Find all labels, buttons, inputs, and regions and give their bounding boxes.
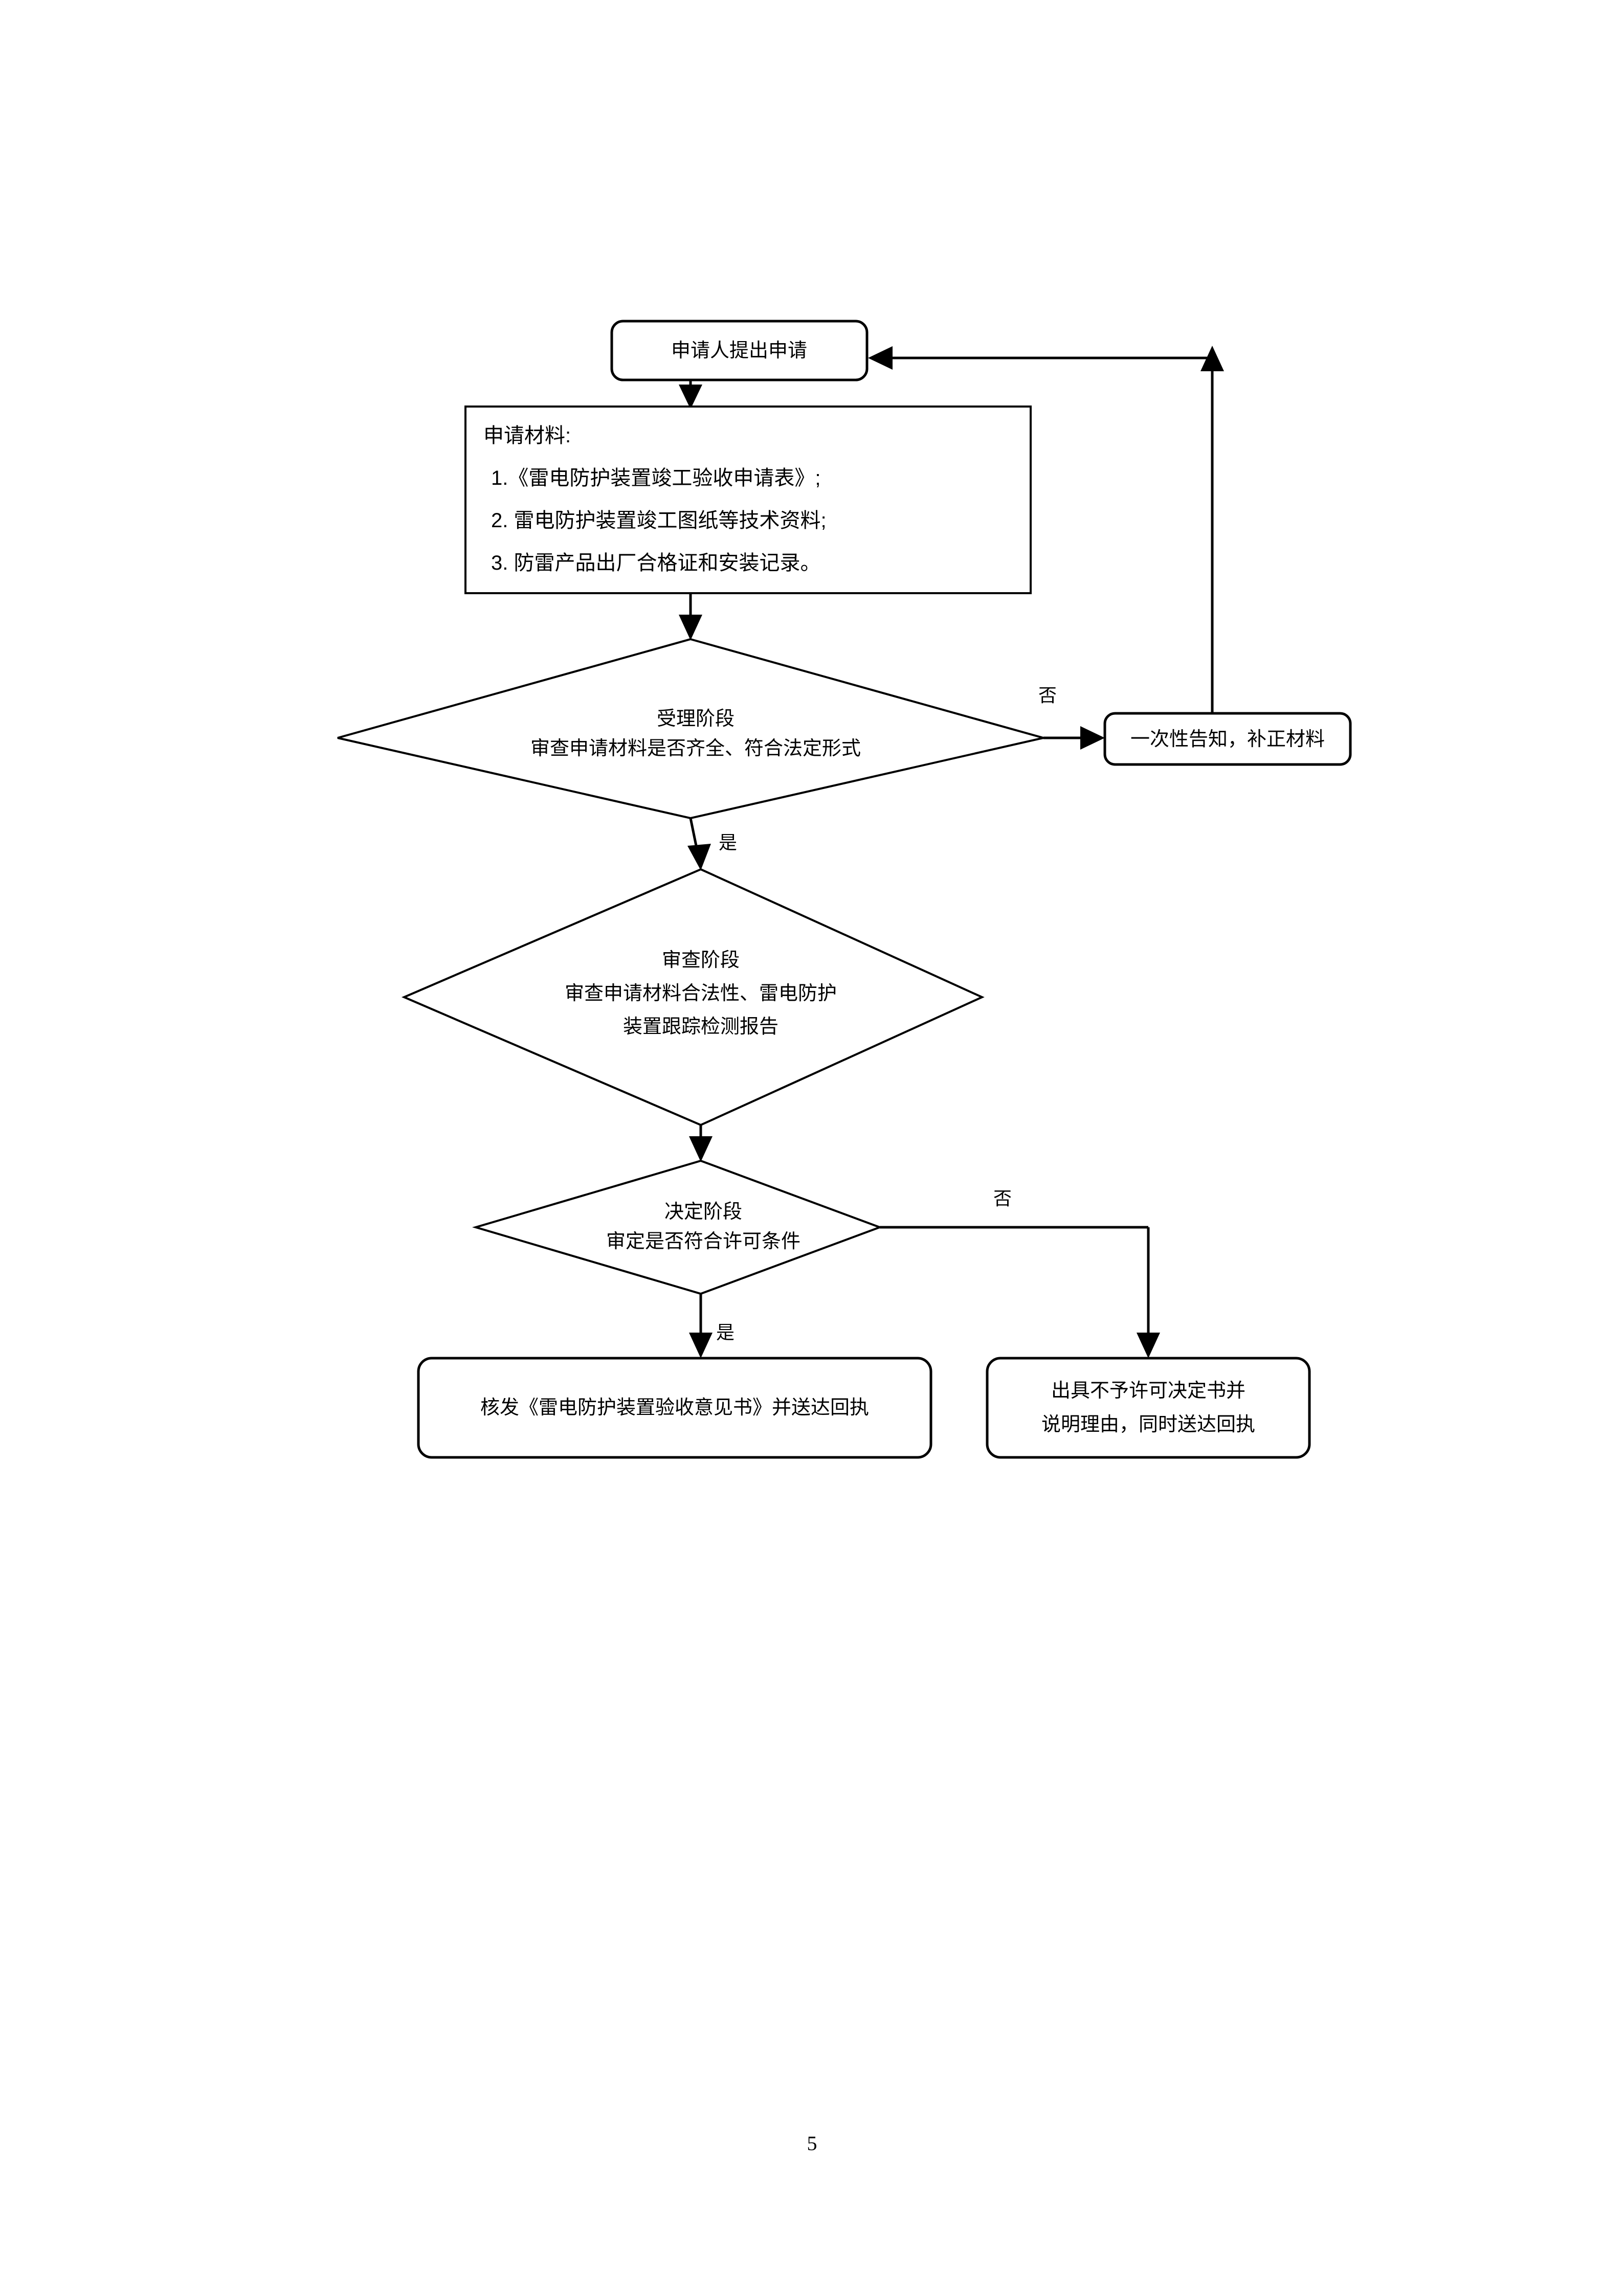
decision-acceptance-line2: 审查申请材料是否齐全、符合法定形式 xyxy=(530,738,861,759)
node-one-time-notice-label: 一次性告知，补正材料 xyxy=(1130,729,1325,750)
node-reject-decision[interactable]: 出具不予许可决定书并 说明理由，同时送达回执 xyxy=(986,1357,1311,1459)
decision-acceptance-line1: 受理阶段 xyxy=(657,708,735,730)
node-approve-issue-opinion[interactable]: 核发《雷电防护装置验收意见书》并送达回执 xyxy=(417,1357,932,1459)
connector-materials-to-acceptance xyxy=(679,593,702,640)
decision-review-line1: 审查阶段 xyxy=(662,950,740,971)
materials-item-1: 1.《雷电防护装置竣工验收申请表》; xyxy=(491,467,820,489)
node-decision-review[interactable]: 审查阶段 审查申请材料合法性、雷电防护 装置跟踪检测报告 xyxy=(401,868,985,1127)
decision-review-line2: 审查申请材料合法性、雷电防护 xyxy=(565,983,837,1004)
connector-determination-no-to-reject xyxy=(880,1226,1160,1358)
node-application-materials[interactable]: 申请材料: 1.《雷电防护装置竣工验收申请表》; 2. 雷电防护装置竣工图纸等技… xyxy=(464,406,1032,594)
node-one-time-notice[interactable]: 一次性告知，补正材料 xyxy=(1103,712,1352,766)
page-number: 5 xyxy=(807,2132,817,2155)
decision-determination-line2: 审定是否符合许可条件 xyxy=(606,1231,800,1252)
edge-label-acceptance-yes: 是 xyxy=(719,832,737,853)
node-approve-issue-opinion-label: 核发《雷电防护装置验收意见书》并送达回执 xyxy=(480,1397,869,1419)
connector-determination-yes-to-approve xyxy=(689,1294,713,1358)
node-decision-acceptance[interactable]: 受理阶段 审查申请材料是否齐全、符合法定形式 xyxy=(337,638,1044,820)
edge-label-determination-no: 否 xyxy=(993,1188,1012,1209)
connector-review-to-determination xyxy=(689,1125,713,1162)
decision-review-line3: 装置跟踪检测报告 xyxy=(623,1016,778,1038)
decision-determination-line1: 决定阶段 xyxy=(664,1201,742,1223)
edge-label-determination-yes: 是 xyxy=(716,1322,735,1343)
connector-acceptance-yes-to-review xyxy=(687,818,711,870)
node-applicant-submits-label: 申请人提出申请 xyxy=(671,340,807,362)
edge-label-acceptance-no: 否 xyxy=(1038,685,1057,706)
materials-item-2: 2. 雷电防护装置竣工图纸等技术资料; xyxy=(491,509,827,532)
connector-notice-feedback-to-start xyxy=(868,346,1224,713)
node-applicant-submits[interactable]: 申请人提出申请 xyxy=(610,320,869,381)
node-decision-determination[interactable]: 决定阶段 审定是否符合许可条件 xyxy=(472,1159,883,1295)
node-reject-decision-line1: 出具不予许可决定书并 xyxy=(1051,1380,1245,1402)
connector-acceptance-no-to-notice xyxy=(1043,726,1105,750)
node-reject-decision-line2: 说明理由，同时送达回执 xyxy=(1041,1414,1255,1435)
materials-heading: 申请材料: xyxy=(483,424,571,447)
materials-item-3: 3. 防雷产品出厂合格证和安装记录。 xyxy=(491,552,820,574)
connector-start-to-materials xyxy=(679,380,702,409)
